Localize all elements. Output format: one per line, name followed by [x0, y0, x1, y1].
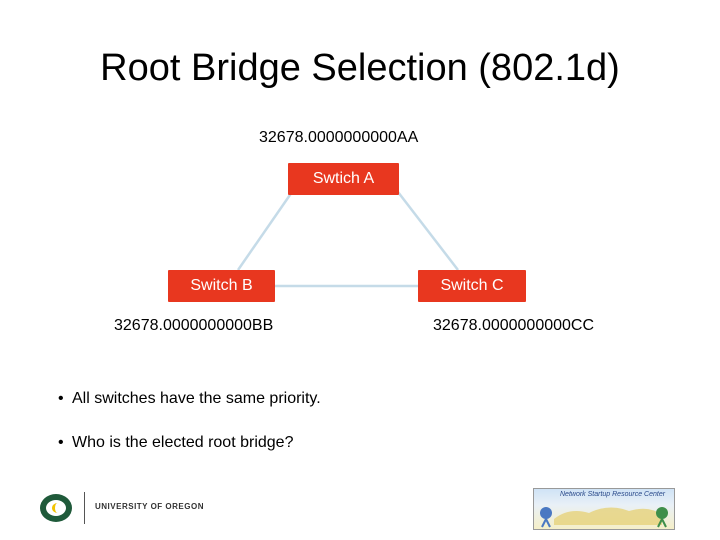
university-name: UNIVERSITY OF OREGON: [95, 502, 204, 511]
switch-c-node: Switch C: [418, 270, 526, 302]
bullet-list: • All switches have the same priority. • W…: [58, 389, 321, 477]
switch-c-bridge-id: 32678.0000000000CC: [433, 317, 595, 334]
logo-divider: [84, 492, 85, 524]
nsrc-logo: Network Startup Resource Center: [533, 488, 675, 530]
nsrc-map-icon: [540, 507, 668, 528]
switch-a-node: Swtich A: [288, 163, 399, 195]
bullet-text: All switches have the same priority.: [72, 390, 321, 407]
switch-a-bridge-id: 32678.0000000000AA: [259, 129, 419, 146]
bullet-text: Who is the elected root bridge?: [72, 434, 294, 451]
nsrc-name: Network Startup Resource Center: [560, 491, 666, 498]
switch-b-node: Switch B: [168, 270, 275, 302]
slide-title: Root Bridge Selection (802.1d): [100, 47, 620, 89]
bullet-marker: •: [58, 434, 64, 451]
link-a-b: [236, 191, 294, 271]
bullet-item: • Who is the elected root bridge?: [58, 433, 321, 453]
link-a-c: [397, 191, 459, 271]
bullet-item: • All switches have the same priority.: [58, 389, 321, 409]
bullet-marker: •: [58, 390, 64, 407]
oregon-o-icon: [40, 494, 72, 522]
switch-b-bridge-id: 32678.0000000000BB: [114, 317, 274, 334]
